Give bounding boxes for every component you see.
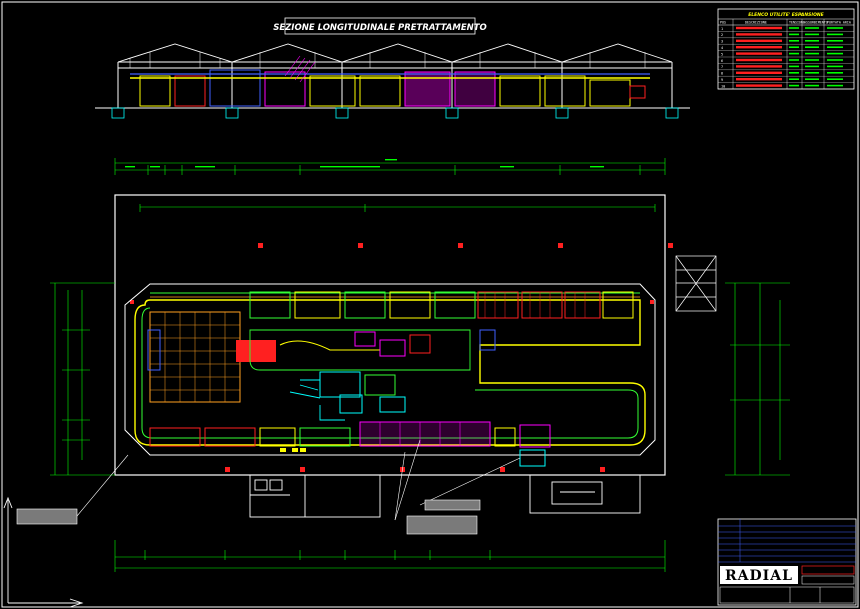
- title-block: RADIAL: [717, 518, 857, 606]
- legend-row-value-mark: [789, 59, 799, 61]
- legend-row-pos: 5: [721, 52, 723, 56]
- legend-row-value-mark: [805, 78, 819, 80]
- loading-area: [147, 311, 241, 403]
- note-box-left: [16, 508, 78, 525]
- legend-header-air-flow: PORTATA ARIA: [827, 21, 851, 25]
- legend-row-value-mark: [805, 72, 819, 74]
- company-logo: RADIAL: [725, 568, 793, 584]
- legend-row-value-mark: [789, 72, 799, 74]
- legend-row-value-mark: [827, 72, 843, 74]
- section-title: SEZIONE LONGITUDINALE PRETRATTAMENTO: [273, 23, 487, 33]
- legend-row-pos: 10: [721, 84, 725, 88]
- logo-box: [720, 566, 798, 584]
- legend-row-pos: 8: [721, 72, 723, 76]
- legend-row-value-mark: [805, 33, 819, 36]
- legend-row-description-mark: [736, 58, 782, 62]
- legend-row-value-mark: [789, 84, 799, 87]
- legend-row-pos: 7: [721, 65, 723, 69]
- longitudinal-section-view: SEZIONE LONGITUDINALE PRETRATTAMENTO: [95, 17, 690, 119]
- process-enclosure: [124, 283, 656, 456]
- legend-row-description-mark: [736, 71, 782, 74]
- legend-row-description-mark: [736, 33, 782, 36]
- building-outline: [114, 194, 666, 476]
- legend-row-pos: 9: [721, 78, 723, 82]
- legend-row-value-mark: [805, 46, 819, 48]
- legend-row-value-mark: [805, 65, 819, 68]
- legend-row-value-mark: [789, 65, 799, 68]
- legend-row-value-mark: [789, 40, 799, 42]
- legend-row-value-mark: [789, 33, 799, 36]
- legend-row-pos: 1: [721, 27, 723, 31]
- legend-row-description-mark: [736, 84, 782, 87]
- legend-row-value-mark: [789, 27, 799, 29]
- legend-row-value-mark: [827, 59, 843, 61]
- utilities-legend-table: ELENCO UTILITE' ESPANSIONE POS DESCRIZIO…: [717, 8, 855, 90]
- legend-row-value-mark: [805, 27, 819, 29]
- staircase-symbol: [675, 255, 717, 312]
- legend-row-value-mark: [827, 27, 843, 29]
- legend-row-value-mark: [827, 78, 843, 80]
- note-box-right: [424, 499, 481, 511]
- oven-block: [236, 340, 276, 362]
- legend-title: ELENCO UTILITE' ESPANSIONE: [748, 12, 824, 18]
- legend-header-description: DESCRIZIONE: [745, 21, 767, 25]
- legend-row-value-mark: [827, 46, 843, 48]
- note-box-center: [406, 515, 478, 535]
- legend-row-value-mark: [827, 52, 843, 55]
- legend-row-pos: 3: [721, 40, 723, 44]
- legend-row-value-mark: [827, 65, 843, 68]
- legend-row-description-mark: [736, 52, 782, 55]
- legend-row-pos: 6: [721, 59, 723, 63]
- legend-header-voltage: TENSIONE: [789, 21, 805, 25]
- section-title-box: [284, 17, 476, 35]
- legend-row-value-mark: [805, 84, 819, 87]
- plan-view: [3, 158, 790, 608]
- legend-row-value-mark: [789, 78, 799, 80]
- legend-row-pos: 4: [721, 46, 723, 50]
- legend-row-value-mark: [827, 33, 843, 36]
- legend-row-description-mark: [736, 78, 782, 81]
- legend-row-value-mark: [805, 52, 819, 55]
- legend-row-description-mark: [736, 39, 782, 42]
- legend-row-description-mark: [736, 26, 782, 30]
- legend-row-value-mark: [805, 40, 819, 42]
- legend-header-pos: POS: [720, 21, 726, 25]
- ucs-axis-icon: [3, 496, 84, 608]
- legend-row-value-mark: [827, 40, 843, 42]
- legend-header-absorption: ASSORBIMENTO: [804, 21, 828, 25]
- legend-row-description-mark: [736, 65, 782, 68]
- legend-row-description-mark: [736, 46, 782, 49]
- legend-row-value-mark: [805, 59, 819, 61]
- legend-row-value-mark: [827, 84, 843, 87]
- legend-row-value-mark: [789, 52, 799, 55]
- conveyor-loop: [134, 299, 646, 446]
- legend-row-value-mark: [789, 46, 799, 48]
- legend-row-pos: 2: [721, 33, 723, 37]
